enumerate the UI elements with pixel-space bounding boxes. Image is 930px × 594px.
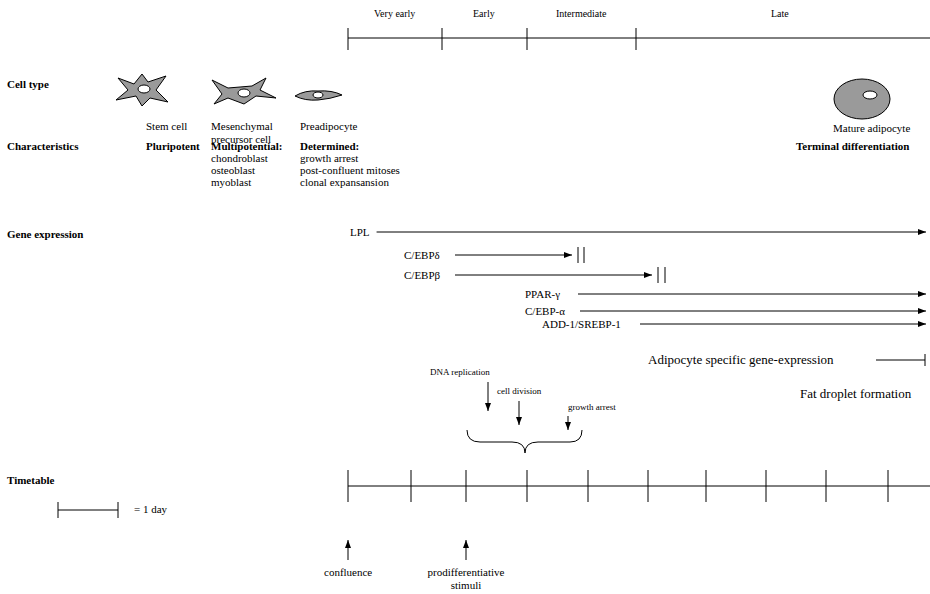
nucleus bbox=[238, 89, 250, 97]
phase-bar bbox=[348, 38, 930, 39]
characteristic: post-confluent mitoses bbox=[300, 164, 400, 177]
row-heading: Gene expression bbox=[7, 228, 84, 241]
phase-tick bbox=[527, 28, 528, 50]
stop-bar bbox=[584, 247, 585, 263]
characteristic: Pluripotent bbox=[146, 140, 200, 153]
stage-label: Fat droplet formation bbox=[800, 386, 911, 401]
characteristic: myoblast bbox=[211, 176, 251, 189]
timeline bbox=[348, 486, 930, 487]
gene-name: C/EBPδ bbox=[404, 249, 440, 262]
gene-name: PPAR-γ bbox=[525, 288, 560, 301]
mature-adipocyte-figure bbox=[834, 79, 890, 119]
expression-arrow bbox=[580, 311, 926, 312]
phase-tick bbox=[636, 28, 637, 50]
nucleus bbox=[863, 91, 877, 99]
day-tick bbox=[348, 470, 349, 502]
nucleus bbox=[138, 85, 150, 93]
gene-name: LPL bbox=[350, 226, 370, 239]
event-arrow bbox=[466, 540, 467, 560]
gene-name: C/EBPβ bbox=[404, 269, 440, 282]
characteristic: clonal expansansion bbox=[300, 176, 389, 189]
day-tick bbox=[888, 470, 889, 502]
event-label: growth arrest bbox=[568, 402, 616, 413]
phase-label: Late bbox=[771, 8, 789, 20]
phase-label: Very early bbox=[374, 8, 415, 20]
phase-tick bbox=[348, 28, 349, 50]
phase-label: Early bbox=[473, 8, 495, 20]
scale-tick bbox=[118, 502, 119, 518]
day-tick bbox=[706, 470, 707, 502]
phase-tick bbox=[442, 28, 443, 50]
stop-bar bbox=[578, 247, 579, 263]
stem-cell-figure bbox=[116, 74, 168, 106]
stop-bar bbox=[665, 267, 666, 283]
event-arrow bbox=[348, 540, 349, 560]
characteristic: chondroblast bbox=[211, 152, 268, 165]
day-tick bbox=[466, 470, 467, 502]
day-tick bbox=[766, 470, 767, 502]
expression-arrow bbox=[377, 232, 926, 233]
day-tick bbox=[588, 470, 589, 502]
characteristic: growth arrest bbox=[300, 152, 358, 165]
scale-label: = 1 day bbox=[134, 503, 167, 516]
scale-bar bbox=[58, 510, 118, 511]
stage-label: Adipocyte specific gene-expression bbox=[648, 352, 834, 367]
preadipocyte-figure bbox=[295, 91, 342, 100]
cell-name: Stem cell bbox=[146, 120, 187, 133]
stop-bar bbox=[658, 267, 659, 283]
event-arrow bbox=[519, 401, 520, 425]
day-tick bbox=[826, 470, 827, 502]
end-tick bbox=[925, 354, 926, 366]
expression-arrow bbox=[640, 324, 926, 325]
event-label: confluence bbox=[324, 566, 372, 579]
day-tick bbox=[527, 470, 528, 502]
expression-arrow bbox=[578, 294, 926, 295]
expression-arrow bbox=[455, 275, 652, 276]
event-arrow bbox=[488, 382, 489, 411]
characteristic: Terminal differentiation bbox=[796, 140, 909, 153]
day-tick bbox=[411, 470, 412, 502]
event-label: prodifferentiative stimuli bbox=[411, 566, 521, 592]
row-heading: Cell type bbox=[7, 78, 49, 91]
phase-label: Intermediate bbox=[556, 8, 607, 20]
cell-name: Mature adipocyte bbox=[833, 122, 910, 135]
row-heading: Timetable bbox=[7, 474, 54, 487]
day-tick bbox=[648, 470, 649, 502]
brace bbox=[467, 430, 582, 453]
characteristic: Multipotential: bbox=[211, 140, 283, 153]
gene-name: ADD-1/SREBP-1 bbox=[542, 318, 621, 331]
gene-name: C/EBP-α bbox=[525, 305, 565, 318]
row-heading: Characteristics bbox=[7, 140, 78, 153]
event-arrow bbox=[568, 416, 569, 430]
nucleus bbox=[313, 92, 323, 98]
cell-name: Preadipocyte bbox=[300, 120, 357, 133]
characteristic: Determined: bbox=[300, 140, 359, 153]
expression-line bbox=[876, 360, 925, 361]
scale-tick bbox=[58, 502, 59, 518]
expression-arrow bbox=[455, 255, 572, 256]
event-label: DNA replication bbox=[430, 367, 490, 378]
characteristic: osteoblast bbox=[211, 164, 255, 177]
mesenchymal-cell-figure bbox=[212, 78, 276, 104]
event-label: cell division bbox=[497, 386, 541, 397]
